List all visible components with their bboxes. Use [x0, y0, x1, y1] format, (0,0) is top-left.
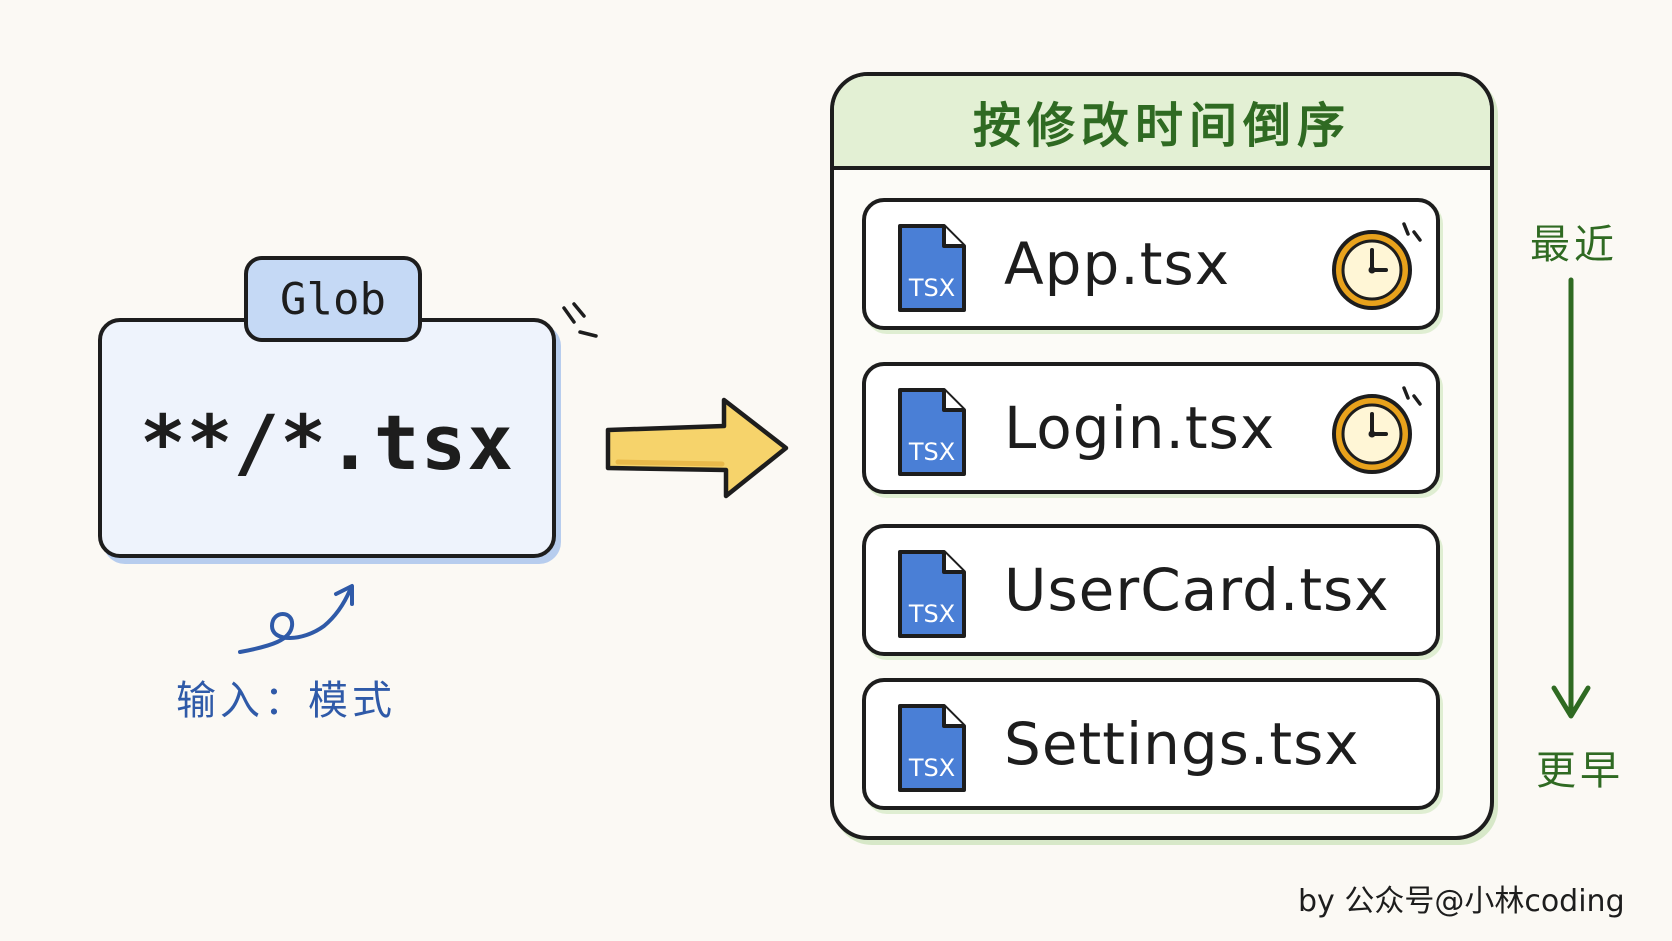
tsx-file-icon: TSX: [898, 550, 966, 638]
file-name: UserCard.tsx: [1004, 556, 1390, 624]
clock-icon: [1332, 386, 1422, 474]
glob-tag: Glob: [244, 256, 422, 342]
sparkle-icon: [562, 302, 598, 338]
svg-text:TSX: TSX: [908, 754, 955, 782]
input-label: 输入：模式: [176, 678, 396, 724]
clock-icon: [1332, 222, 1422, 310]
svg-text:TSX: TSX: [908, 600, 955, 628]
glob-pattern-text: **/*.tsx: [139, 397, 515, 487]
file-row: TSX Login.tsx: [862, 362, 1440, 494]
tsx-file-icon: TSX: [898, 388, 966, 476]
tsx-file-icon: TSX: [898, 704, 966, 792]
results-panel: 按修改时间倒序 TSX App.tsx TSX Login.tsx: [830, 72, 1494, 840]
svg-text:TSX: TSX: [908, 274, 955, 302]
file-name: App.tsx: [1004, 230, 1231, 298]
down-arrow-icon: [1551, 277, 1591, 719]
results-title: 按修改时间倒序: [834, 76, 1490, 170]
file-row: TSX UserCard.tsx: [862, 524, 1440, 656]
file-name: Settings.tsx: [1004, 710, 1360, 778]
order-top-label: 最近: [1530, 222, 1618, 268]
author-credit: by 公众号@小林coding: [1298, 884, 1625, 919]
file-name: Login.tsx: [1004, 394, 1276, 462]
svg-text:TSX: TSX: [908, 438, 955, 466]
order-bottom-label: 更早: [1536, 748, 1624, 794]
curly-arrow-icon: [238, 584, 354, 654]
file-row: TSX Settings.tsx: [862, 678, 1440, 810]
file-row: TSX App.tsx: [862, 198, 1440, 330]
tsx-file-icon: TSX: [898, 224, 966, 312]
right-arrow-icon: [605, 397, 789, 499]
